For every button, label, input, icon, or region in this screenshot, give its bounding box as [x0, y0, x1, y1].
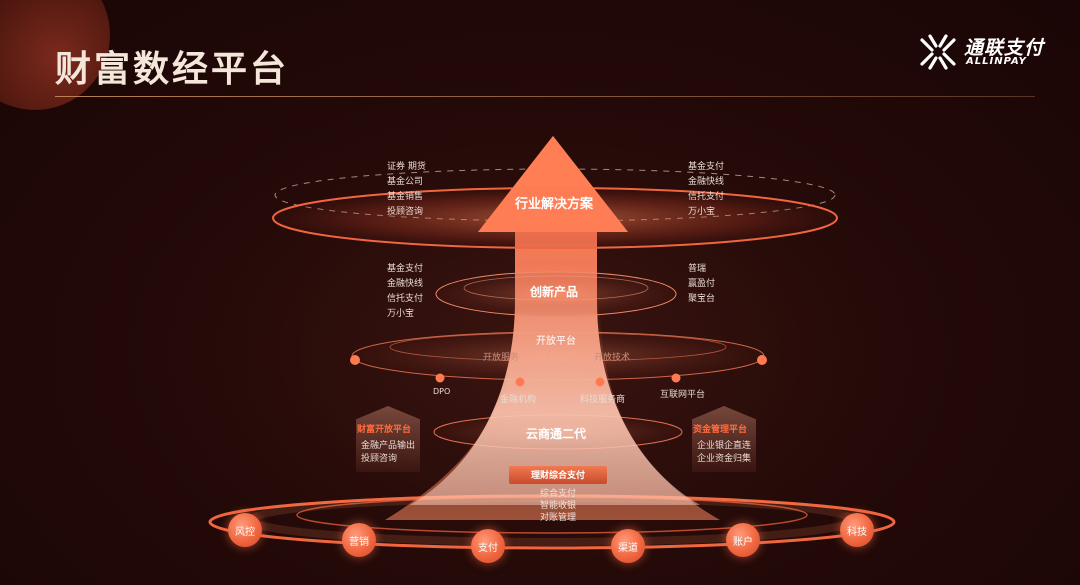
brand-logo: 通联支付 ALLINPAY	[918, 30, 1048, 75]
page-title: 财富数经平台	[55, 49, 290, 90]
list-item: 万小宝	[387, 309, 415, 319]
box-line: 综合支付	[539, 489, 576, 499]
top-left-list: 证券 期货 基金公司 基金销售 投顾咨询	[387, 160, 426, 220]
top-ring-dashed	[274, 168, 836, 222]
box-line: 对账管理	[539, 513, 576, 523]
wealth-payment-box	[509, 466, 607, 484]
title-divider	[55, 96, 1035, 97]
partner-tech-label: 科技服务商	[580, 395, 626, 405]
open-service-label: 开放服务	[483, 353, 520, 363]
top-right-list: 基金支付 金融快线 信托支付 万小宝	[688, 160, 724, 220]
wealth-open-platform-lines: 金融产品输出 投顾咨询	[361, 440, 415, 466]
list-item: 证券 期货	[387, 162, 426, 172]
base-node-payment: 支付	[471, 529, 505, 563]
list-item: 基金支付	[387, 264, 424, 274]
second-right-list: 普瑞 赢盈付 聚宝台	[688, 262, 715, 307]
list-item: 聚宝台	[688, 294, 716, 304]
fund-management-platform-box	[692, 406, 756, 472]
platform-dot-left	[350, 355, 360, 365]
base-node-channel: 渠道	[611, 529, 645, 563]
open-technology-label: 开放技术	[594, 353, 631, 363]
list-item: 金融快线	[688, 177, 725, 187]
open-customer-label: 开放客户	[539, 353, 576, 363]
box-line: 企业资金归集	[697, 454, 752, 464]
wealth-payment-title: 理财综合支付	[530, 471, 585, 481]
wealth-open-platform-title: 财富开放平台	[357, 425, 412, 435]
list-item: 基金公司	[387, 177, 424, 187]
partner-dpo-label: DPO	[433, 387, 451, 396]
partner-internet-label: 互联网平台	[660, 390, 706, 400]
box-line: 企业银企直连	[697, 441, 752, 451]
allinpay-logo-icon	[920, 34, 956, 70]
list-item: 信托支付	[387, 294, 424, 304]
logo-english-text: ALLINPAY	[966, 56, 1027, 67]
innovation-inner-ring	[463, 275, 649, 301]
list-item: 信托支付	[688, 192, 725, 202]
stage-industry-solutions: 行业解决方案	[514, 197, 594, 212]
base-node-marketing: 营销	[342, 523, 376, 557]
partner-dot-dpo	[435, 373, 445, 383]
second-left-list: 基金支付 金融快线 信托支付 万小宝	[387, 262, 423, 322]
list-item: 普瑞	[688, 264, 707, 274]
base-node-risk-control: 风控	[228, 513, 262, 547]
base-node-account: 账户	[726, 523, 760, 557]
fund-management-platform-title: 资金管理平台	[693, 425, 748, 435]
fund-management-platform-lines: 企业银企直连 企业资金归集	[697, 440, 751, 466]
partner-dot-internet	[671, 373, 681, 383]
stage-cloud-commerce: 云商通二代	[525, 427, 587, 441]
box-line: 投顾咨询	[361, 454, 398, 464]
platform-dot-right	[757, 355, 767, 365]
box-line: 金融产品输出	[361, 441, 416, 451]
partner-dot-financial	[515, 377, 525, 387]
logo-chinese-text: 通联支付	[964, 37, 1045, 59]
list-item: 基金销售	[387, 192, 424, 202]
list-item: 投顾咨询	[387, 207, 424, 217]
list-item: 金融快线	[387, 279, 424, 289]
wealth-open-platform-box	[356, 406, 420, 472]
partner-dot-tech	[595, 377, 605, 387]
partner-financial-label: 金融机构	[500, 395, 537, 405]
stage-open-platform: 开放平台	[536, 336, 576, 347]
base-node-technology: 科技	[840, 513, 874, 547]
stage-innovative-products: 创新产品	[529, 285, 579, 299]
list-item: 万小宝	[688, 207, 716, 217]
wealth-payment-lines: 综合支付 智能收银 对账管理	[509, 488, 607, 524]
arrow-head	[478, 136, 628, 232]
list-item: 赢盈付	[688, 279, 716, 289]
innovation-ring	[435, 271, 677, 317]
list-item: 基金支付	[688, 162, 725, 172]
box-line: 智能收银	[539, 501, 576, 511]
